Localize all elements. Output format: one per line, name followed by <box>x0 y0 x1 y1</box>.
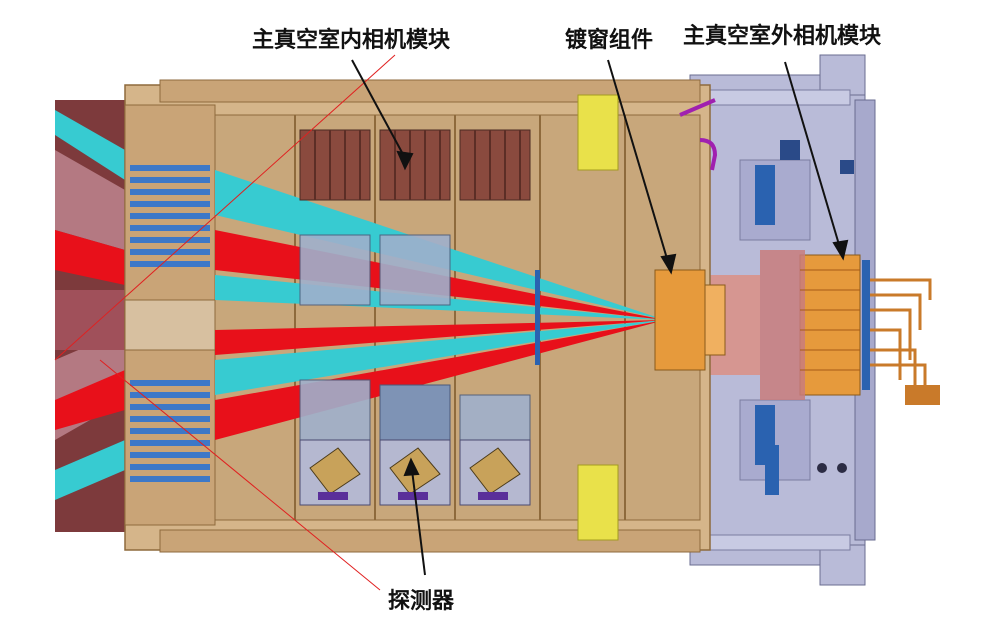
label-detector: 探测器 <box>388 589 455 614</box>
entrance-baffle <box>55 100 125 532</box>
shutter-blocks <box>577 94 619 541</box>
label-outer-camera-module: 主真空室外相机模块 <box>683 24 882 49</box>
label-window-assembly: 镀窗组件 <box>565 28 654 53</box>
cooling-pipe <box>679 98 718 171</box>
inner-camera-modules <box>299 129 531 441</box>
radiator-fins <box>130 165 210 482</box>
copper-cable-harness <box>870 278 940 405</box>
guide-lines <box>54 54 396 591</box>
fold-mirror <box>535 270 540 365</box>
mount-block <box>124 299 216 351</box>
callout-arrows <box>351 59 849 576</box>
label-inner-camera-module: 主真空室内相机模块 <box>252 28 451 53</box>
window-assembly-body <box>654 269 726 371</box>
